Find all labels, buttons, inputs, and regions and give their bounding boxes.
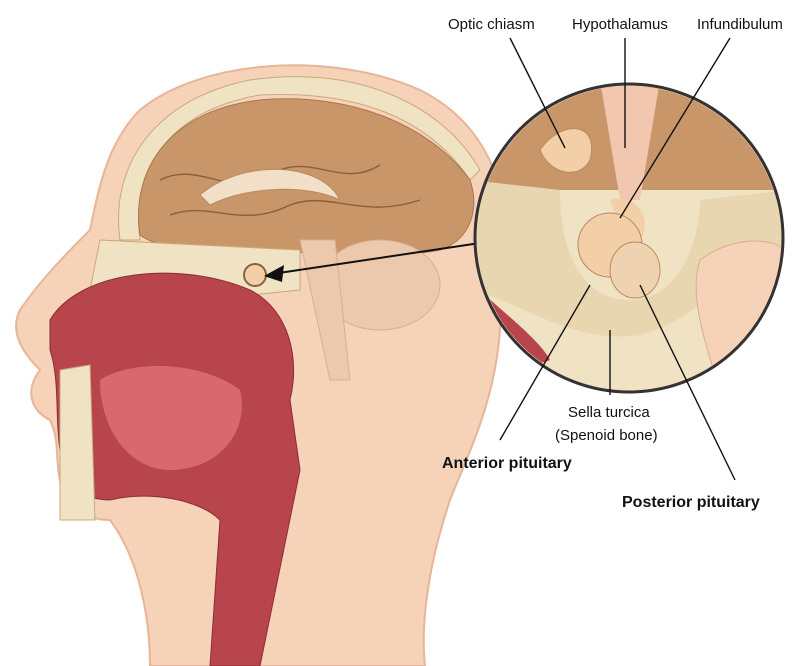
teeth-jaw (59, 364, 96, 521)
label-optic-chiasm: Optic chiasm (448, 16, 535, 33)
posterior-pituitary-leader (639, 284, 736, 481)
label-infundibulum: Infundibulum (697, 16, 783, 33)
arrow-head-icon (264, 265, 284, 282)
anterior-pituitary-leader (499, 284, 591, 441)
infundibulum-leader (619, 37, 731, 219)
brainstem (299, 239, 351, 381)
label-posterior-pituitary: Posterior pituitary (622, 494, 760, 511)
label-sella-turcica: Sella turcica (568, 404, 650, 421)
pituitary-small (243, 263, 267, 287)
corpus-callosum (199, 168, 342, 206)
tongue (100, 366, 242, 470)
posterior-pituitary-shape (609, 241, 661, 299)
optic-chiasm-leader (509, 37, 566, 149)
zoom-arrow (271, 242, 481, 275)
skull (118, 76, 481, 241)
label-hypothalamus: Hypothalamus (572, 16, 668, 33)
zoom-circle (473, 82, 785, 394)
label-sphenoid-bone: (Spenoid bone) (555, 427, 658, 444)
label-anterior-pituitary: Anterior pituitary (442, 455, 572, 472)
